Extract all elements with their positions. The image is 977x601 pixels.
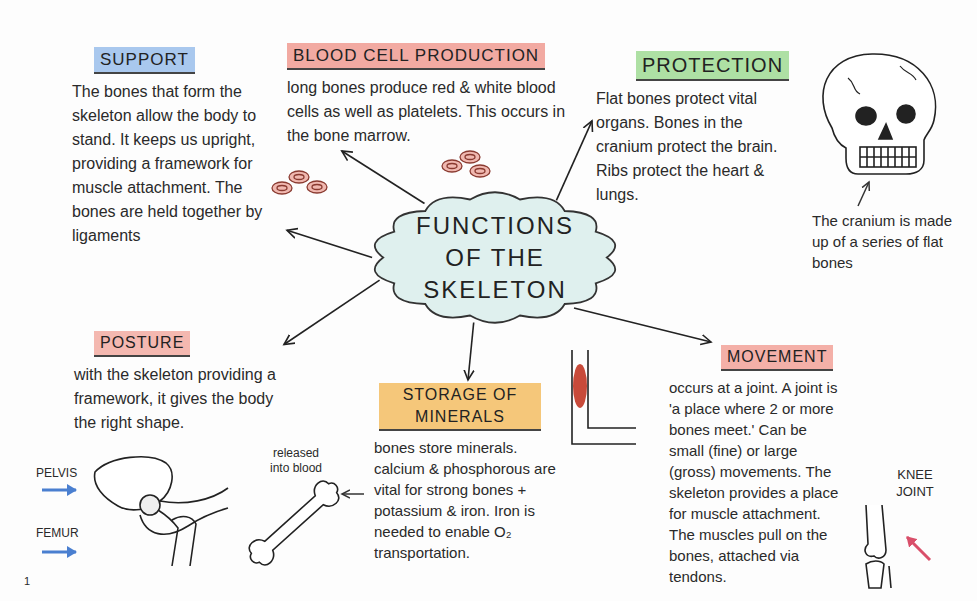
section-text: with the skeleton providing a framework,…: [74, 363, 280, 435]
branch-arrow: [556, 121, 592, 200]
section-text: Flat bones protect vital organs. Bones i…: [596, 87, 802, 207]
annotation: The cranium is made up of a series of fl…: [812, 210, 964, 273]
function-note: PROTECTION Flat bones protect vital organ…: [592, 48, 806, 210]
section-heading: BLOOD CELL PRODUCTION: [287, 43, 545, 70]
skull-drawing: [823, 54, 936, 174]
function-note: SUPPORT The bones that form the skeleton …: [68, 44, 287, 251]
pelvis-femur-drawing: [95, 457, 228, 566]
section-text: long bones produce red & white blood cel…: [287, 76, 573, 148]
section-text: bones store minerals. calcium & phosphor…: [374, 437, 562, 563]
leader-arrow: [858, 182, 869, 206]
knee-drawing: [865, 505, 891, 588]
function-note: BLOOD CELL PRODUCTION long bones produce …: [283, 40, 577, 151]
section-heading: PROTECTION: [636, 51, 789, 81]
part-label: KNEE JOINT: [880, 466, 950, 500]
section-heading: POSTURE: [94, 331, 190, 357]
blood-cells: [272, 151, 490, 194]
central-cloud: FUNCTIONS OF THE SKELETON: [365, 185, 625, 330]
function-note: POSTURE with the skeleton providing a fra…: [70, 328, 284, 438]
branch-arrow: [287, 230, 372, 257]
cloud-outline: [375, 192, 615, 323]
annotation: released into blood: [262, 446, 330, 476]
section-text: The bones that form the skeleton allow t…: [72, 80, 283, 248]
branch-arrow: [284, 280, 380, 344]
section-heading: SUPPORT: [94, 47, 195, 74]
section-heading: STORAGE OF MINERALS: [379, 383, 541, 431]
function-note: MOVEMENT occurs at a joint. A joint is 'a…: [665, 342, 849, 590]
pointer-arrow: [907, 537, 930, 560]
central-title: FUNCTIONS OF THE SKELETON: [395, 210, 595, 306]
section-text: occurs at a joint. A joint is 'a place w…: [669, 377, 845, 587]
part-label: PELVIS: [36, 466, 106, 481]
arm-drawing: [572, 350, 636, 444]
branch-arrow: [342, 151, 425, 204]
page-number: 1: [24, 574, 44, 588]
branch-arrow: [574, 308, 711, 342]
function-note: STORAGE OF MINERALS bones store minerals.…: [370, 380, 566, 566]
pointer-arrow: [42, 489, 76, 492]
long-bone-drawing: [243, 475, 345, 571]
part-label: FEMUR: [36, 526, 106, 541]
section-heading: MOVEMENT: [721, 345, 833, 371]
release-arrow: [342, 493, 364, 495]
pointer-arrow: [42, 551, 76, 554]
branch-arrow: [468, 323, 474, 381]
